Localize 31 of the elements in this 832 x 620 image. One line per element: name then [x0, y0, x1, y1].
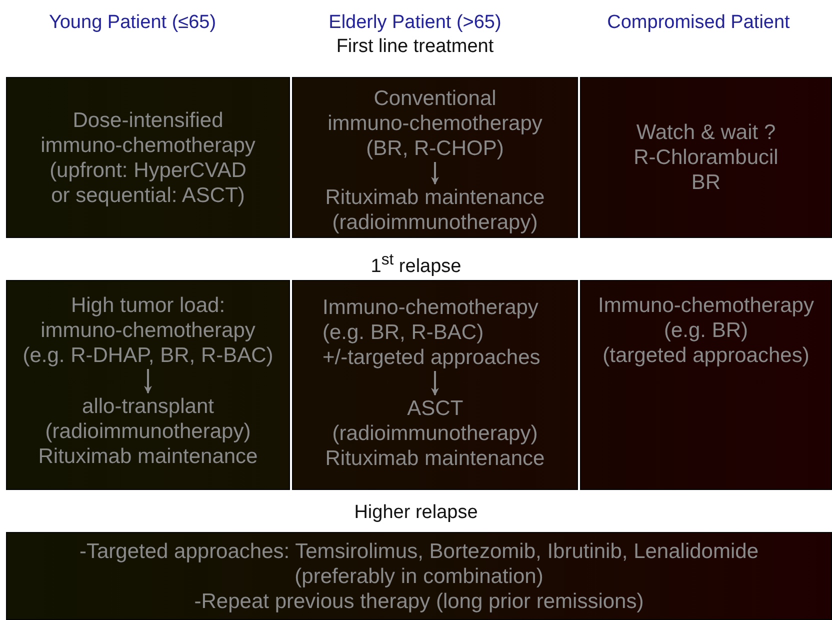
treatment-text: High tumor load: immuno-chemotherapy (e.g. R-DHAP, BR, R-BAC): [19, 293, 277, 368]
column-heading: Young Patient (≤65): [48, 12, 216, 33]
treatment-text: Rituximab maintenance (radioimmunotherapy): [322, 185, 548, 235]
column-heading: Elderly Patient (>65): [328, 12, 502, 33]
treatment-box: [292, 280, 578, 490]
treatment-box: [6, 77, 290, 238]
section-heading: Higher relapse: [354, 502, 478, 523]
treatment-text: ASCT (radioimmunotherapy) Rituximab maintenance: [322, 396, 548, 471]
treatment-box: [292, 77, 578, 238]
section-heading: 1$^{st}$ relapse: [370, 256, 462, 278]
arrow: [431, 371, 439, 396]
arrow: [431, 162, 439, 185]
section-heading: First line treatment: [336, 36, 494, 57]
treatment-box: [580, 280, 832, 490]
arrow: [144, 369, 152, 394]
treatment-text: Dose-intensified immuno-chemotherapy (upfront: HyperCVAD or sequential: ASCT): [40, 108, 256, 208]
treatment-text: -Repeat previous therapy (long prior remissions): [194, 588, 644, 614]
treatment-text: -Targeted approaches: Temsirolimus, Bortezomib, Ibrutinib, Lenalidomide (preferably in combination): [78, 538, 760, 588]
treatment-text: BR: [691, 170, 721, 195]
treatment-text: allo-transplant (radioimmunotherapy) Rituximab maintenance: [36, 394, 260, 469]
treatment-text: Immuno-chemotherapy (e.g. BR, R-BAC) +/-targeted approaches: [322, 295, 548, 370]
treatment-text: (targeted approaches): [602, 343, 810, 368]
treatment-text: Immuno-chemotherapy: [598, 293, 814, 318]
treatment-box: [6, 280, 290, 490]
treatment-text: (e.g. BR): [664, 318, 748, 343]
treatment-text: R-Chlorambucil: [634, 145, 778, 170]
treatment-text: Conventional immuno-chemotherapy (BR, R-CHOP): [322, 86, 548, 161]
treatment-box: [6, 532, 832, 620]
treatment-box: [580, 77, 832, 238]
column-heading: Compromised Patient: [607, 12, 790, 33]
treatment-text: Watch & wait ?: [636, 120, 776, 145]
